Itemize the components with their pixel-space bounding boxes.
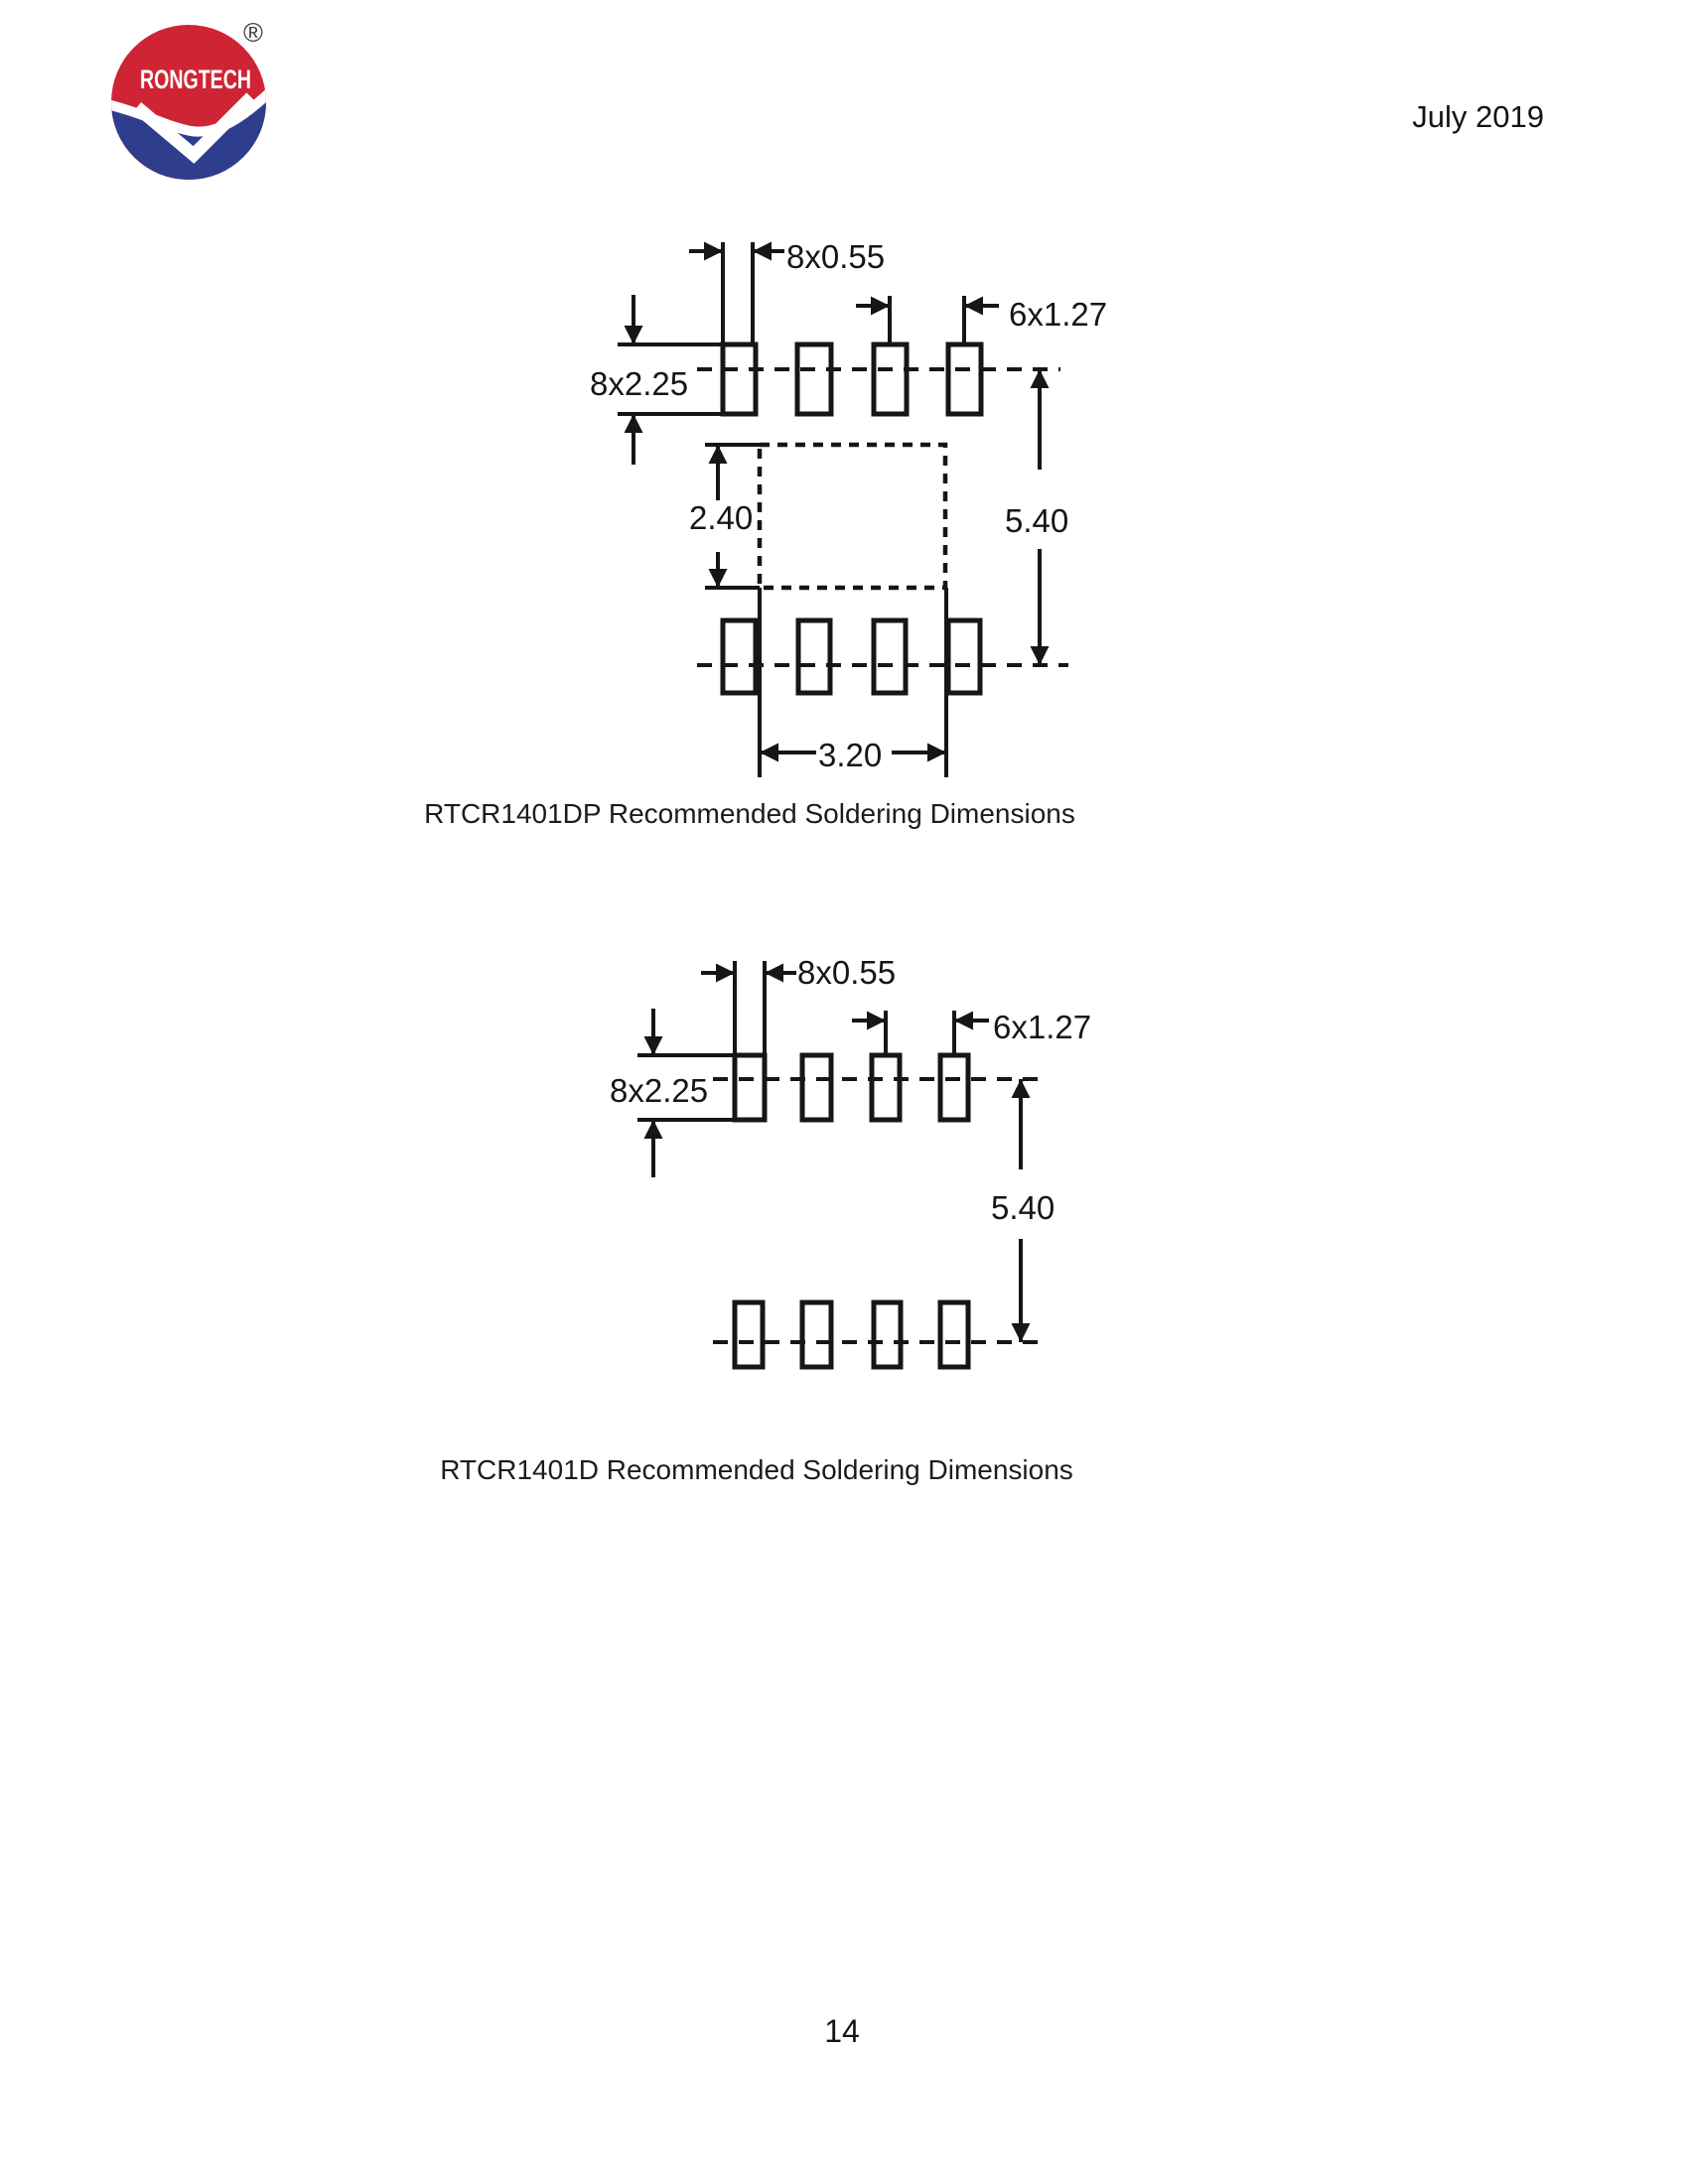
diagram-caption-rtcr1401d: RTCR1401D Recommended Soldering Dimensio… [440, 1454, 1073, 1485]
solder-pad [871, 617, 909, 696]
solder-pad [720, 617, 759, 696]
logo-brand-text: RONGTECH [140, 65, 251, 94]
dim-label-pad-pitch: 6x1.27 [1009, 296, 1107, 333]
solder-pad [945, 617, 983, 696]
solder-pad [871, 341, 910, 417]
solder-pad [732, 1052, 768, 1123]
diagram-caption-rtcr1401dp: RTCR1401DP Recommended Soldering Dimensi… [424, 798, 1075, 829]
logo-mark: RONGTECH [111, 25, 266, 180]
solder-pad [795, 617, 833, 696]
soldering-diagram-rtcr1401dp: 8x0.55 6x1.27 8x2.25 2.40 5.40 3.20 [590, 238, 1107, 777]
dim-label-body-width: 3.20 [818, 737, 882, 773]
dim-pad-width [689, 241, 784, 344]
dim-label-row-spacing: 5.40 [1005, 502, 1068, 539]
dim-label-pad-height: 8x2.25 [590, 365, 688, 402]
dim-label-pad-pitch: 6x1.27 [993, 1009, 1091, 1045]
dim-pad-pitch [856, 296, 999, 344]
dim-label-pad-width: 8x0.55 [786, 238, 885, 275]
dim-pad-width [701, 961, 796, 1055]
company-logo: RONGTECH [109, 20, 268, 189]
dim-label-body-height: 2.40 [689, 499, 753, 536]
dim-pad-height [618, 295, 723, 465]
top-pad-row [732, 1052, 971, 1123]
solder-pad [799, 1052, 834, 1123]
dim-label-pad-height: 8x2.25 [610, 1072, 708, 1109]
solder-pad [937, 1299, 971, 1370]
dim-label-row-spacing: 5.40 [991, 1189, 1055, 1226]
solder-pad [869, 1052, 903, 1123]
soldering-diagram-rtcr1401d: 8x0.55 6x1.27 8x2.25 5.40 [610, 954, 1091, 1370]
solder-pad [871, 1299, 904, 1370]
top-pad-row [720, 341, 984, 417]
solder-pad [794, 341, 834, 417]
solder-pad [720, 341, 759, 417]
solder-pad [732, 1299, 766, 1370]
solder-pad [799, 1299, 834, 1370]
dim-label-pad-width: 8x0.55 [797, 954, 896, 991]
package-body-outline [757, 442, 948, 591]
issue-date: July 2019 [1412, 99, 1544, 134]
dim-body-height [705, 443, 760, 590]
registered-trademark-symbol: ® [243, 18, 263, 48]
dim-pad-pitch [852, 1011, 989, 1055]
solder-pad [945, 341, 984, 417]
logo-check-mark [132, 92, 256, 164]
solder-pad [937, 1052, 971, 1123]
page-number: 14 [824, 2013, 860, 2049]
dim-pad-height [637, 1009, 735, 1177]
dim-body-width [758, 588, 948, 777]
bottom-pad-row [732, 1299, 971, 1370]
